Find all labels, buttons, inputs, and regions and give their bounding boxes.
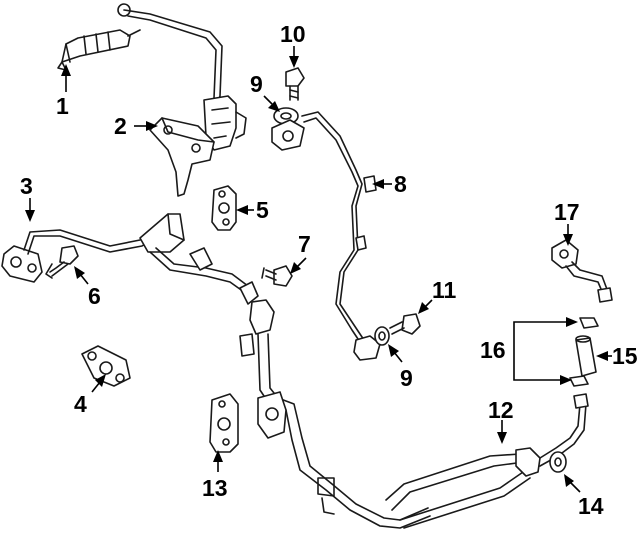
callout-15-label: 15 (612, 343, 638, 369)
part-1-oxygen-sensor (57, 3, 247, 151)
callout-5: 5 (236, 197, 269, 223)
callout-10-label: 10 (280, 21, 306, 47)
callout-9-upper-label: 9 (250, 71, 263, 97)
callout-9-upper: 9 (250, 71, 280, 112)
callout-14-label: 14 (578, 493, 604, 519)
callout-8: 8 (372, 171, 407, 197)
callout-12: 12 (488, 397, 514, 444)
banjo-fitting-upper (271, 119, 305, 151)
callout-12-label: 12 (488, 397, 514, 423)
part-7-bolt (261, 265, 293, 287)
callout-14: 14 (564, 474, 604, 519)
part-2-bracket (149, 117, 215, 197)
part-3-oil-feed-pipe (1, 213, 259, 305)
part-14-washer (549, 451, 567, 473)
part-17-hose-fitting (551, 239, 613, 303)
part-6-bolt (45, 245, 79, 279)
callout-11: 11 (418, 277, 457, 314)
callout-3: 3 (20, 173, 35, 222)
callout-8-label: 8 (394, 171, 407, 197)
callout-7-label: 7 (298, 231, 311, 257)
callout-3-label: 3 (20, 173, 33, 199)
callout-2-label: 2 (114, 113, 127, 139)
part-9-washer-lower (374, 326, 390, 346)
part-13-gasket (209, 393, 239, 453)
callout-2: 2 (114, 113, 158, 139)
part-16-clamp-lower (569, 375, 589, 387)
callout-15: 15 (596, 343, 638, 369)
callout-13-label: 13 (202, 475, 228, 501)
callout-11-label: 11 (432, 277, 457, 303)
part-10-bolt (285, 67, 305, 101)
callout-17-label: 17 (554, 199, 580, 225)
callout-6: 6 (74, 266, 101, 309)
callout-1-label: 1 (56, 93, 69, 119)
callout-6-label: 6 (88, 283, 101, 309)
callout-16-label: 16 (480, 337, 506, 363)
part-16-clamp-upper (579, 317, 599, 329)
callout-16: 16 (480, 317, 578, 385)
part-11-bolt (389, 313, 421, 335)
callout-17: 17 (554, 199, 580, 246)
callout-7: 7 (290, 231, 311, 274)
part-8-sensor-wire (301, 111, 381, 361)
part-5-gasket (211, 185, 237, 231)
part-4-gasket (81, 345, 131, 387)
callout-9-lower-label: 9 (400, 365, 413, 391)
part-12-oil-return-pipe (239, 299, 589, 529)
callout-4-label: 4 (74, 391, 87, 417)
callout-10: 10 (280, 21, 306, 68)
callout-1: 1 (56, 64, 71, 119)
callout-5-label: 5 (256, 197, 269, 223)
callout-13: 13 (202, 450, 228, 501)
part-15-hose (575, 335, 597, 377)
callout-9-lower: 9 (388, 344, 413, 391)
callout-4: 4 (74, 374, 106, 417)
